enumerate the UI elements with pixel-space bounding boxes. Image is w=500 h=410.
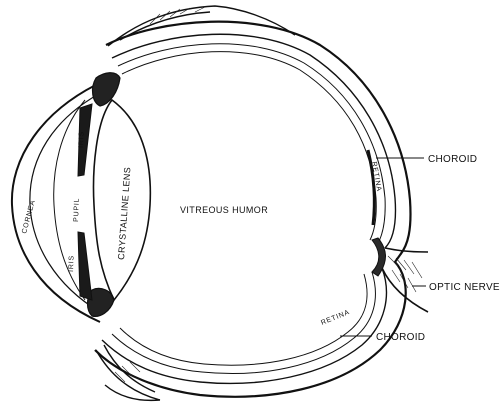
- iris-lower: [77, 231, 93, 301]
- label-cornea: CORNEA: [21, 199, 37, 234]
- cornea-inner: [29, 89, 107, 313]
- pigment-band: [366, 149, 376, 226]
- choroid-layer: [117, 43, 386, 246]
- optic-nerve-bottom: [381, 267, 429, 313]
- sclera-inner-lower: [101, 267, 388, 385]
- retina-layer: [121, 51, 377, 241]
- lower-muscle-hatch: [114, 361, 141, 383]
- anterior-chamber: [53, 99, 86, 301]
- label-pupil: PUPIL: [73, 198, 81, 222]
- optic-nerve-top: [384, 247, 429, 253]
- crystalline-lens: [92, 98, 152, 302]
- label-iris-lower: IRIS: [68, 255, 76, 272]
- ciliary-body-lower: [86, 287, 115, 317]
- ciliary-body-upper: [91, 72, 121, 107]
- cornea-outer: [10, 79, 107, 323]
- optic-nerve-hatch: [387, 255, 423, 293]
- label-choroid-upper: CHOROID: [428, 154, 477, 165]
- retina-layer-lower: [119, 273, 368, 366]
- label-retina-lower: RETINA: [320, 309, 351, 327]
- upper-muscle-hatch: [149, 6, 206, 25]
- label-choroid-lower: CHOROID: [376, 332, 425, 343]
- label-iris-upper: IRIS: [78, 131, 86, 148]
- label-vitreous-humor: VITREOUS HUMOR: [180, 205, 268, 215]
- label-optic-nerve: OPTIC NERVE: [429, 282, 500, 293]
- choroid-layer-lower: [111, 271, 376, 374]
- iris-upper: [77, 103, 93, 177]
- upper-muscle: [107, 5, 296, 47]
- optic-nerve-core: [371, 237, 386, 277]
- label-crystalline-lens: CRYSTALLINE LENS: [116, 167, 132, 261]
- lower-muscle: [95, 344, 161, 402]
- sclera-inner: [111, 33, 397, 249]
